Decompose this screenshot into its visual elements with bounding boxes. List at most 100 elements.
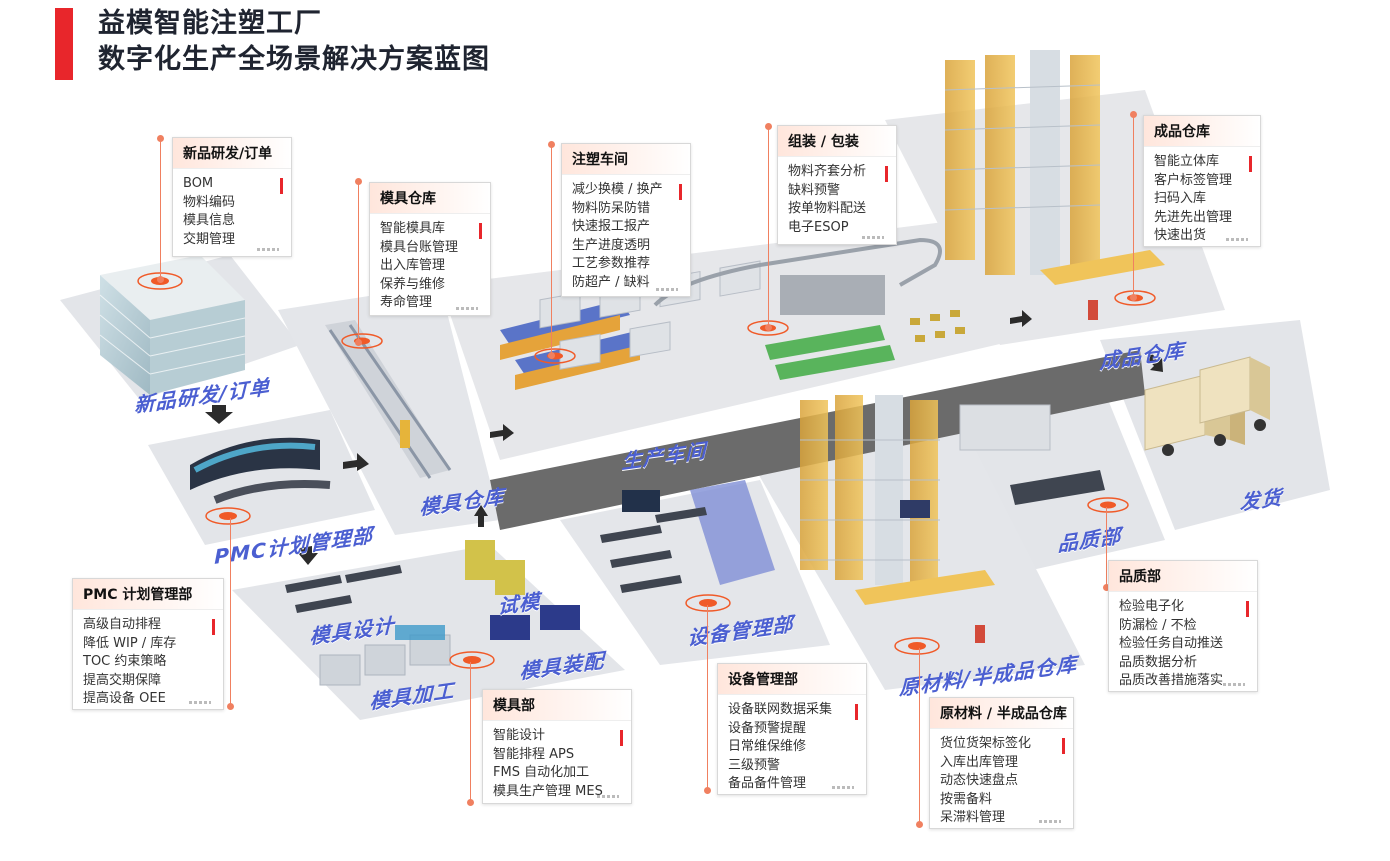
quality-lab <box>959 404 1105 505</box>
card-dots <box>257 248 279 251</box>
card-molding-title: 注塑车间 <box>562 144 690 175</box>
card-molding-item: 生产进度透明 <box>572 237 651 253</box>
card-molding-item: 减少换模 / 换产 <box>572 182 663 197</box>
card-red-marker <box>679 184 682 200</box>
card-red-marker <box>620 730 623 746</box>
card-quality: 品质部 检验电子化 防漏检 / 不检 检验任务自动推送 品质数据分析 品质改善措… <box>1108 560 1258 692</box>
card-finished-store-item: 扫码入库 <box>1154 191 1207 206</box>
pin-rd <box>157 135 164 283</box>
card-equipment: 设备管理部 设备联网数据采集 设备预警提醒 日常维保维修 三级预警 备品备件管理 <box>717 663 867 795</box>
card-quality-item: 防漏检 / 不检 <box>1119 617 1197 633</box>
mold-rack-line <box>325 320 452 479</box>
card-assembly-item: 按单物料配送 <box>788 201 867 216</box>
card-equipment-item: 日常维保维修 <box>728 739 807 754</box>
card-quality-item: 检验任务自动推送 <box>1119 636 1224 651</box>
pin-quality <box>1103 507 1110 591</box>
card-assembly-item: 电子ESOP <box>788 219 849 235</box>
pin-finished <box>1130 111 1137 301</box>
card-raw-store-item: 呆滞料管理 <box>940 810 1006 825</box>
pin-raw <box>916 648 923 828</box>
assembly-line <box>653 237 965 380</box>
card-dots <box>862 236 884 239</box>
arrow-pmc-to-mold-design <box>298 546 318 565</box>
card-dots <box>832 786 854 789</box>
card-quality-item: 品质改善措施落实 <box>1119 673 1224 688</box>
card-pmc-item: 提高交期保障 <box>83 672 162 688</box>
card-mold-dept-item: 智能设计 <box>493 728 546 743</box>
card-raw-store-item: 入库出库管理 <box>940 754 1019 770</box>
card-dots <box>597 795 619 798</box>
card-finished-store-item: 客户标签管理 <box>1154 172 1233 188</box>
card-rd: 新品研发/订单 BOM 物料编码 模具信息 交期管理 <box>172 137 292 257</box>
card-raw-store: 原材料 / 半成品仓库 货位货架标签化 入库出库管理 动态快速盘点 按需备料 呆… <box>929 697 1074 829</box>
card-rd-item: BOM <box>183 176 214 191</box>
card-finished-store-item: 先进先出管理 <box>1154 209 1233 225</box>
page-title-line1: 益模智能注塑工厂 <box>98 8 322 39</box>
card-molding: 注塑车间 减少换模 / 换产 物料防呆防错 快速报工报产 生产进度透明 工艺参数… <box>561 143 691 297</box>
title-accent-bar <box>55 8 73 80</box>
equipment-area <box>600 480 775 593</box>
finished-goods-asrs <box>944 50 1165 320</box>
arrow-store-to-production <box>490 424 514 441</box>
pin-equipment <box>704 605 711 794</box>
raw-material-asrs <box>800 395 995 643</box>
page-title: 益模智能注塑工厂 数字化生产全场景解决方案蓝图 <box>98 6 490 78</box>
arrow-pmc-to-mold <box>343 453 369 471</box>
card-equipment-item: 设备预警提醒 <box>728 720 807 736</box>
card-red-marker <box>1246 601 1249 617</box>
card-red-marker <box>479 223 482 239</box>
card-mold-dept-item: 智能排程 APS <box>493 746 575 762</box>
card-assembly-item: 缺料预警 <box>788 182 841 198</box>
card-equipment-item: 备品备件管理 <box>728 776 807 791</box>
card-rd-title: 新品研发/订单 <box>173 138 291 169</box>
card-red-marker <box>885 166 888 182</box>
card-raw-store-item: 货位货架标签化 <box>940 736 1032 751</box>
hotspot-raw <box>894 637 940 655</box>
mold-dept-area <box>285 540 580 686</box>
card-red-marker <box>212 619 215 635</box>
platform-equipment <box>560 480 830 665</box>
control-room <box>190 437 331 504</box>
zone-label-trial: 试模 <box>497 589 541 619</box>
card-pmc-title: PMC 计划管理部 <box>73 579 223 610</box>
card-mold-dept-item: 模具生产管理 MES <box>493 783 603 799</box>
card-rd-item: 物料编码 <box>183 194 236 210</box>
pin-pmc <box>227 518 234 710</box>
card-molding-item: 快速报工报产 <box>572 219 651 234</box>
card-quality-title: 品质部 <box>1109 561 1257 592</box>
card-finished-store-item: 智能立体库 <box>1154 154 1220 169</box>
card-red-marker <box>1062 738 1065 754</box>
card-mold-store-item: 智能模具库 <box>380 221 446 236</box>
pin-mold-dept <box>467 662 474 806</box>
card-equipment-title: 设备管理部 <box>718 664 866 695</box>
card-mold-store-item: 出入库管理 <box>380 258 446 273</box>
card-mold-store-title: 模具仓库 <box>370 183 490 214</box>
card-dots <box>1223 683 1245 686</box>
zone-label-shipping: 发货 <box>1239 485 1283 515</box>
pin-mold-store <box>355 178 362 346</box>
card-assembly: 组装 / 包装 物料齐套分析 缺料预警 按单物料配送 电子ESOP <box>777 125 897 245</box>
arrow-rd-to-pmc <box>205 405 233 424</box>
card-dots <box>1226 238 1248 241</box>
card-rd-item: 交期管理 <box>183 231 236 247</box>
card-dots <box>1039 820 1061 823</box>
card-mold-dept: 模具部 智能设计 智能排程 APS FMS 自动化加工 模具生产管理 MES <box>482 689 632 804</box>
flow-arrows <box>205 310 1163 565</box>
hotspot-pmc <box>205 507 251 525</box>
hotspot-equipment <box>685 594 731 612</box>
card-mold-store: 模具仓库 智能模具库 模具台账管理 出入库管理 保养与维修 寿命管理 <box>369 182 491 316</box>
card-mold-store-item: 保养与维修 <box>380 276 446 292</box>
card-mold-dept-item: FMS 自动化加工 <box>493 765 590 780</box>
card-mold-store-item: 寿命管理 <box>380 295 433 310</box>
card-molding-item: 防超产 / 缺料 <box>572 274 650 290</box>
card-rd-item: 模具信息 <box>183 213 236 228</box>
pin-molding <box>548 141 555 359</box>
card-assembly-title: 组装 / 包装 <box>778 126 896 157</box>
card-pmc-item: 提高设备 OEE <box>83 691 166 706</box>
card-finished-store: 成品仓库 智能立体库 客户标签管理 扫码入库 先进先出管理 快速出货 <box>1143 115 1261 247</box>
card-quality-item: 检验电子化 <box>1119 599 1185 614</box>
card-pmc-item: 降低 WIP / 库存 <box>83 635 177 651</box>
card-raw-store-title: 原材料 / 半成品仓库 <box>930 698 1073 729</box>
arrow-molddept-to-store <box>474 505 488 527</box>
hotspot-mold-dept <box>449 651 495 669</box>
